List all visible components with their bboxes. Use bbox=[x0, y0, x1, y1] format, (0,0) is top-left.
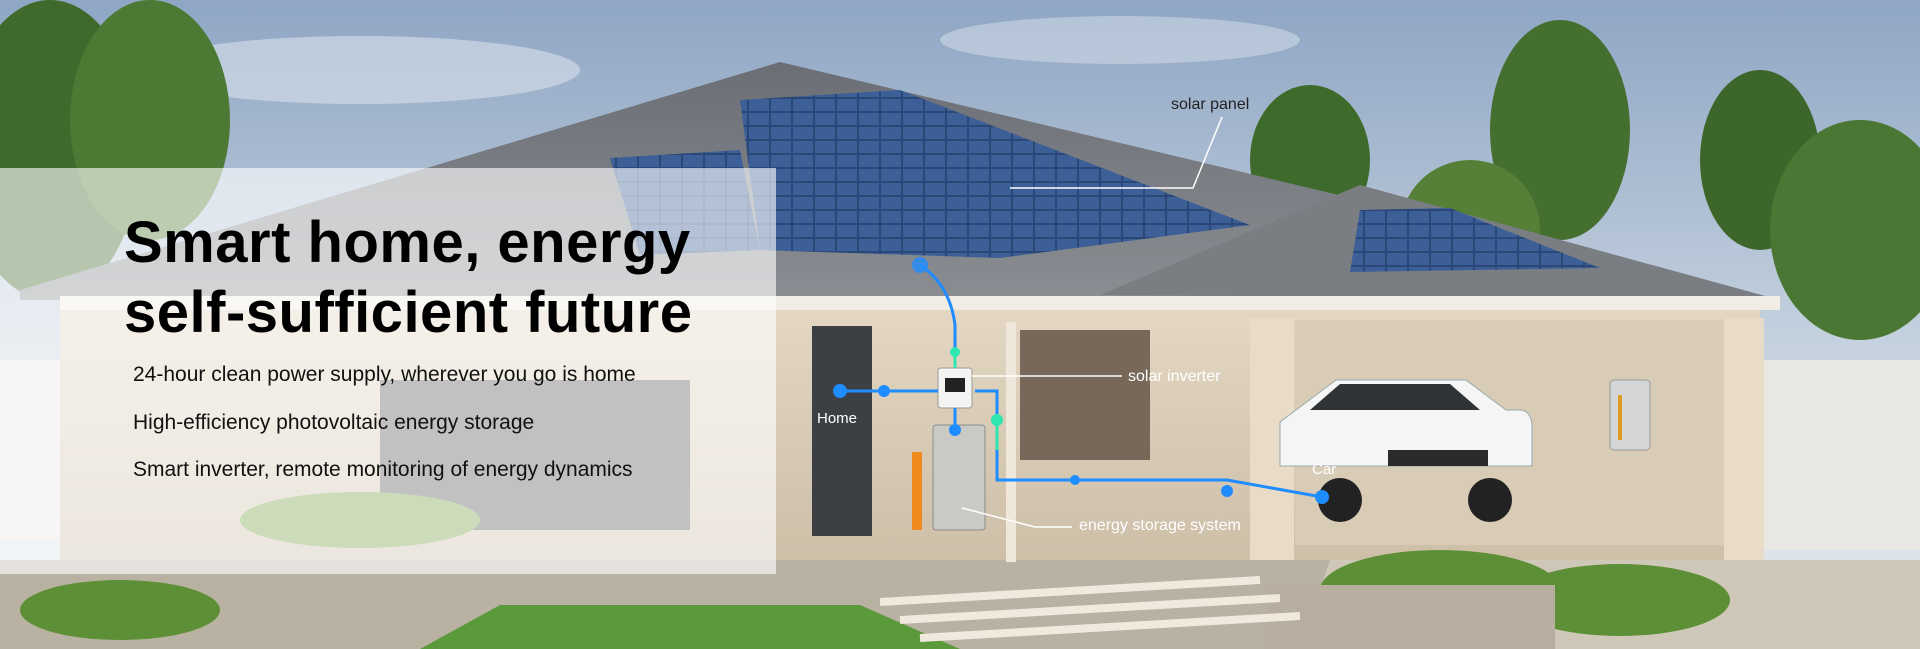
callout-solar-panel: solar panel bbox=[1171, 96, 1250, 113]
callout-solar-inverter: solar inverter bbox=[1128, 368, 1221, 385]
feature-clean-power: 24-hour clean power supply, wherever you… bbox=[133, 363, 636, 386]
hero-text-panel bbox=[0, 168, 776, 574]
feature-smart-inverter: Smart inverter, remote monitoring of ene… bbox=[133, 458, 633, 481]
headline-line-2: self-sufficient future bbox=[124, 280, 693, 345]
battery-device bbox=[932, 424, 986, 531]
energy-nodes bbox=[833, 257, 1329, 504]
callout-home: Home bbox=[817, 410, 858, 427]
callout-lines bbox=[961, 116, 1223, 528]
ev-charger bbox=[1609, 379, 1651, 451]
callout-car: Car bbox=[1312, 461, 1337, 478]
callout-energy-storage: energy storage system bbox=[1079, 517, 1241, 534]
feature-pv-storage: High-efficiency photovoltaic energy stor… bbox=[133, 411, 535, 434]
car bbox=[1279, 379, 1533, 522]
headline-line-1: Smart home, energy bbox=[124, 210, 691, 275]
